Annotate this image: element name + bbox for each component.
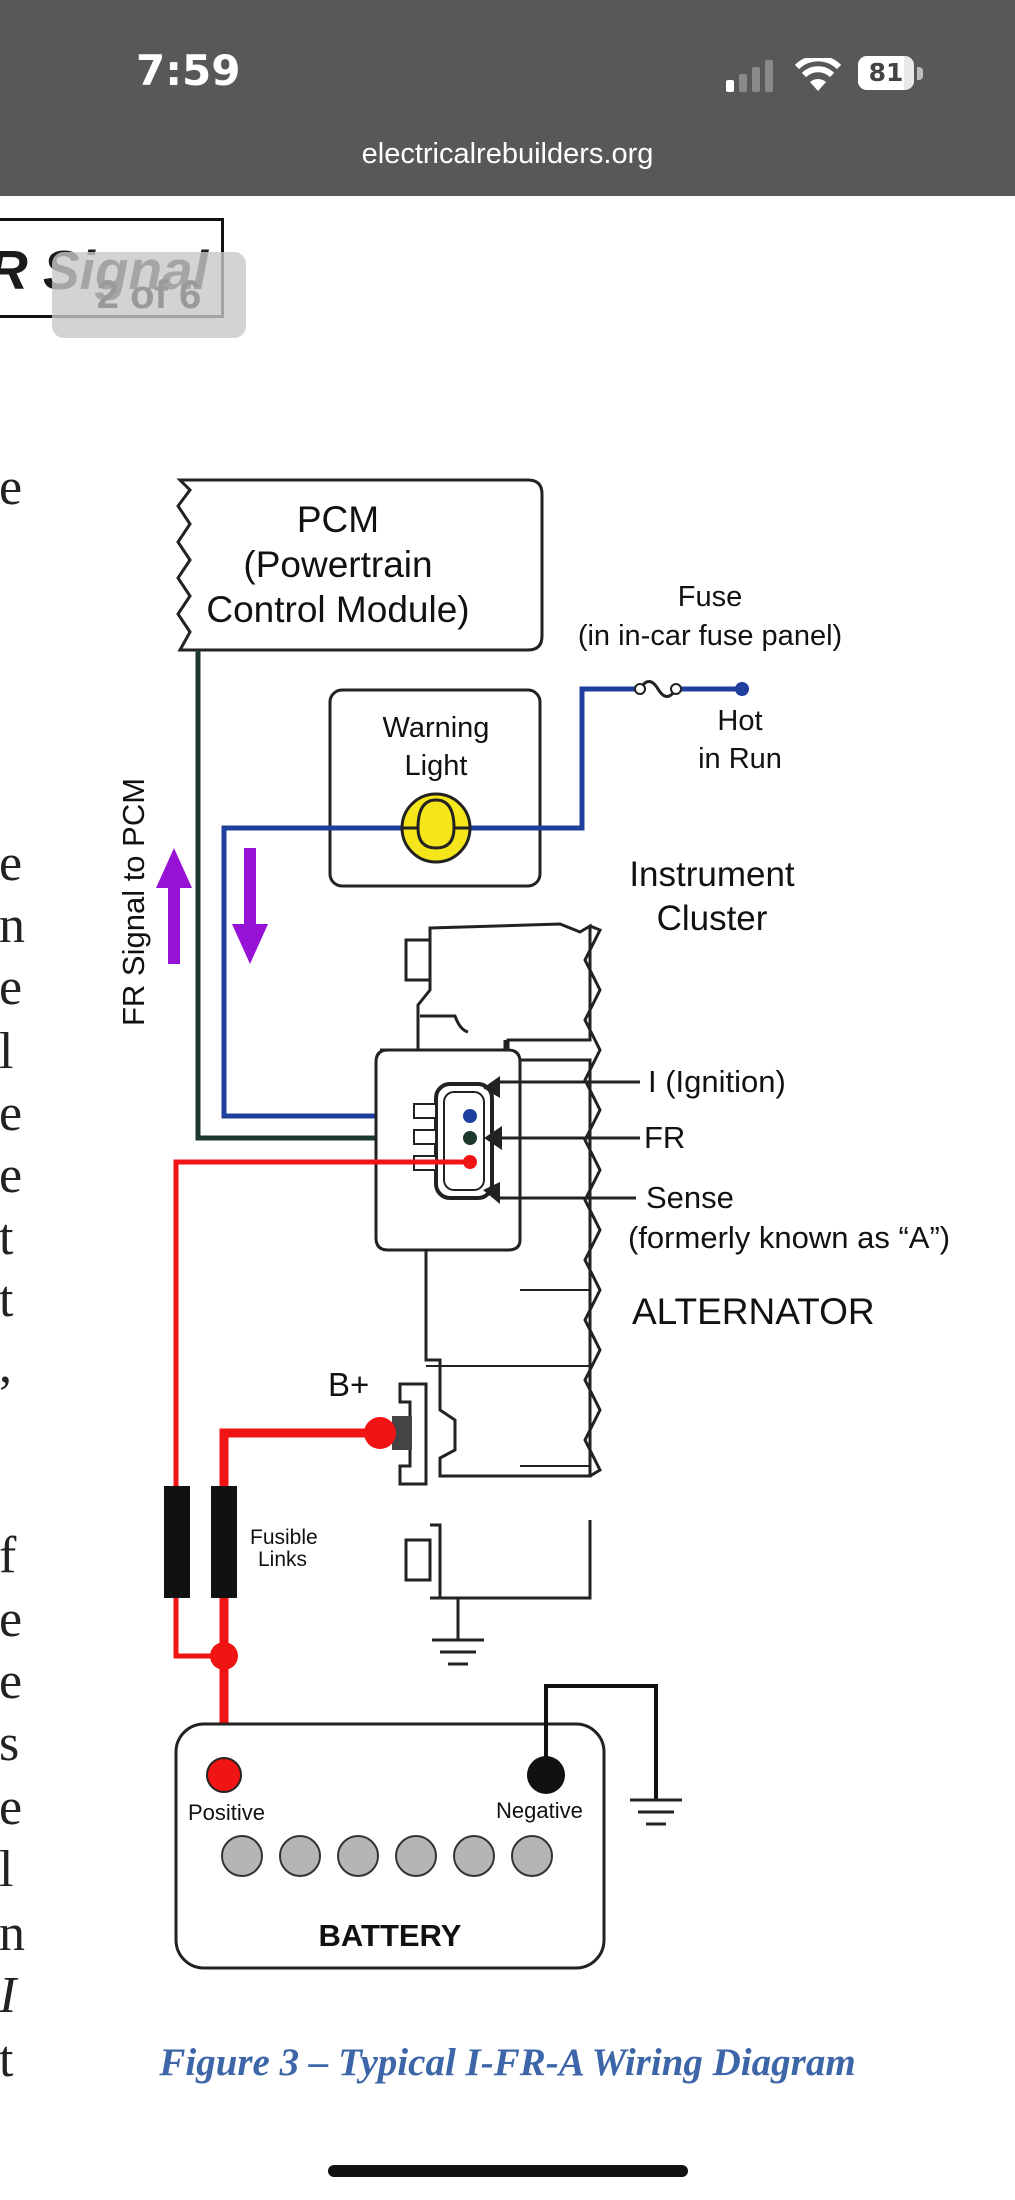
top-bolt-icon xyxy=(404,938,432,982)
pin-ignition-dot xyxy=(463,1109,477,1123)
down-arrow-icon xyxy=(232,848,268,964)
battery-cell xyxy=(511,1835,553,1877)
battery-label: BATTERY xyxy=(319,1918,462,1953)
sense-label-line2: (formerly known as “A”) xyxy=(628,1220,950,1255)
splice-dot xyxy=(210,1642,238,1670)
clipped-letter: l xyxy=(0,1841,14,1898)
bottom-bolt-icon xyxy=(404,1538,432,1582)
alternator-body xyxy=(416,922,592,1062)
hot-terminal-dot xyxy=(735,682,749,696)
positive-terminal-dot xyxy=(206,1757,242,1793)
battery-cell xyxy=(337,1835,379,1877)
fusible-link-2 xyxy=(211,1486,237,1598)
clipped-letter: n xyxy=(0,897,25,954)
clipped-letter: e xyxy=(0,835,23,892)
clipped-letter: e xyxy=(0,1653,23,1710)
fuse-label-line2: (in in-car fuse panel) xyxy=(578,620,842,652)
clipped-letter: l xyxy=(0,1023,14,1080)
sense-wire xyxy=(173,1159,470,1659)
battery-cell xyxy=(279,1835,321,1877)
alternator-zigzag xyxy=(583,924,603,1478)
pcm-label-line3: Control Module) xyxy=(206,589,469,630)
clipped-letter: t xyxy=(0,2031,14,2088)
clipped-letter: e xyxy=(0,1591,23,1648)
battery-cell xyxy=(395,1835,437,1877)
clipped-letter: s xyxy=(0,1715,20,1772)
hot-label-line2: in Run xyxy=(698,743,782,775)
clipped-letter: e xyxy=(0,1147,23,1204)
fr-label: FR xyxy=(644,1120,685,1155)
clipped-letter: f xyxy=(0,1527,17,1584)
fr-signal-label: FR Signal to PCM xyxy=(116,778,151,1026)
bplus-stud-dot xyxy=(364,1417,396,1449)
fuse-symbol xyxy=(638,680,678,698)
warning-light-box xyxy=(328,688,542,888)
hot-label-line1: Hot xyxy=(717,705,762,737)
clipped-letter: e xyxy=(0,459,23,516)
page-indicator: 2 of 6 xyxy=(52,252,246,338)
pcm-label-line1: PCM xyxy=(297,499,379,540)
positive-label: Positive xyxy=(188,1800,265,1825)
wiring-diagram: PCM (Powertrain Control Module) Fuse (in… xyxy=(116,478,950,1970)
warning-label-line1: Warning xyxy=(383,712,490,744)
cluster-label-line2: Cluster xyxy=(657,899,768,938)
status-time: 7:59 xyxy=(136,46,241,95)
clipped-letter: e xyxy=(0,1085,23,1142)
fusible-link-1 xyxy=(164,1486,190,1598)
figure-caption: Figure 3 – Typical I-FR-A Wiring Diagram xyxy=(159,2041,856,2084)
clipped-letter: , xyxy=(0,1337,12,1394)
warning-label-line2: Light xyxy=(405,750,468,782)
clipped-letter: t xyxy=(0,1271,14,1328)
negative-label: Negative xyxy=(496,1798,583,1823)
fusible-label-line2: Links xyxy=(258,1548,307,1571)
battery-cells xyxy=(221,1835,553,1877)
battery-icon: 81 xyxy=(858,56,924,92)
pcm-box xyxy=(176,478,544,652)
fuse-end-left xyxy=(634,683,646,695)
battery-box xyxy=(174,1722,606,1970)
negative-wire xyxy=(544,1684,658,1800)
clipped-letter: e xyxy=(0,1779,23,1836)
ignition-label: I (Ignition) xyxy=(648,1064,786,1099)
battery-level: 81 xyxy=(868,58,904,87)
fuse-end-right xyxy=(670,683,682,695)
cellular-signal-icon xyxy=(726,60,773,92)
clipped-letter: n xyxy=(0,1905,25,1962)
pcm-label-line2: (Powertrain xyxy=(243,544,432,585)
pin-fr-dot xyxy=(463,1131,477,1145)
sense-label-line1: Sense xyxy=(646,1180,734,1215)
battery-cell xyxy=(221,1835,263,1877)
battery-ground-icon xyxy=(630,1798,682,1826)
alternator-ground-icon xyxy=(432,1598,484,1666)
bplus-label: B+ xyxy=(328,1366,369,1403)
clipped-letter: I xyxy=(0,1967,17,2024)
home-indicator[interactable] xyxy=(328,2165,688,2177)
clipped-letter: e xyxy=(0,959,23,1016)
fuse-label-line1: Fuse xyxy=(678,581,742,613)
battery-cell xyxy=(453,1835,495,1877)
status-bar: 7:59 81 electricalrebuilders.org xyxy=(0,0,1015,196)
cluster-label-line1: Instrument xyxy=(629,855,795,894)
clipped-letter: t xyxy=(0,1209,14,1266)
up-arrow-icon xyxy=(156,848,192,964)
wifi-icon xyxy=(795,58,841,91)
url-bar[interactable]: electricalrebuilders.org xyxy=(361,138,654,170)
bplus-terminal xyxy=(398,1382,428,1486)
alternator-label: ALTERNATOR xyxy=(632,1291,875,1332)
fusible-label-line1: Fusible xyxy=(250,1526,318,1549)
